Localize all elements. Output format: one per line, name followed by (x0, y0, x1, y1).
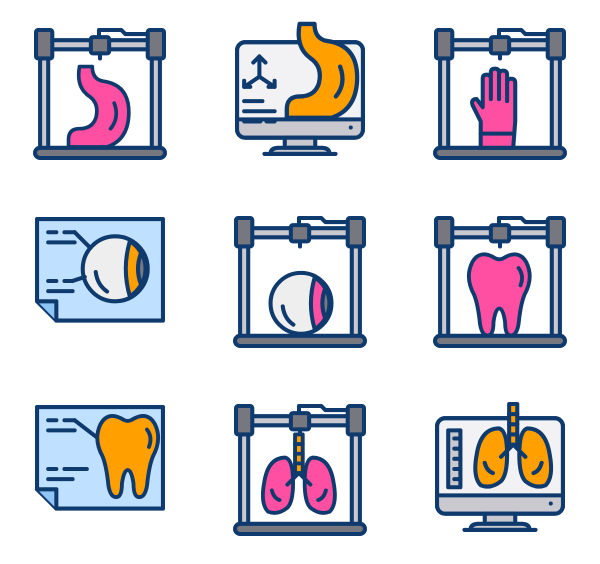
scan-tooth-icon (35, 405, 165, 511)
printer-frame-icon (232, 216, 368, 348)
3d-printer-stomach-icon (32, 28, 168, 160)
monitor-stomach-model-icon (235, 21, 365, 156)
hand-icon (470, 66, 518, 150)
eye-icon (80, 234, 150, 304)
printer-frame-icon (32, 28, 168, 160)
icon-scan-tooth[interactable] (0, 376, 200, 564)
icon-scan-eye[interactable] (0, 188, 200, 376)
icon-monitor-lungs[interactable] (400, 376, 600, 564)
printer-frame-icon (232, 404, 368, 536)
monitor-lungs-icon (435, 401, 565, 532)
3d-printer-hand-icon (432, 28, 568, 160)
icon-3d-printer-stomach[interactable] (0, 0, 200, 188)
ruler-icon (446, 428, 463, 490)
3d-printer-eye-icon (232, 216, 368, 348)
icon-3d-printer-eye[interactable] (200, 188, 400, 376)
printer-frame-icon (432, 28, 568, 160)
stomach-icon (66, 64, 131, 149)
icon-monitor-stomach-model[interactable] (200, 0, 400, 188)
printer-frame-icon (432, 216, 568, 348)
icon-3d-printer-lungs[interactable] (200, 376, 400, 564)
scan-eye-icon (35, 217, 165, 323)
icon-3d-printer-hand[interactable] (400, 0, 600, 188)
lungs-icon (473, 401, 554, 489)
stomach-icon (284, 21, 360, 120)
3d-printer-tooth-icon (432, 216, 568, 348)
eye-icon (268, 270, 334, 336)
3d-printer-lungs-icon (232, 404, 368, 536)
tooth-icon (466, 252, 532, 338)
lungs-icon (260, 432, 337, 515)
3d-axes-icon (242, 54, 277, 124)
tooth-icon (95, 414, 161, 500)
icon-3d-printer-tooth[interactable] (400, 188, 600, 376)
